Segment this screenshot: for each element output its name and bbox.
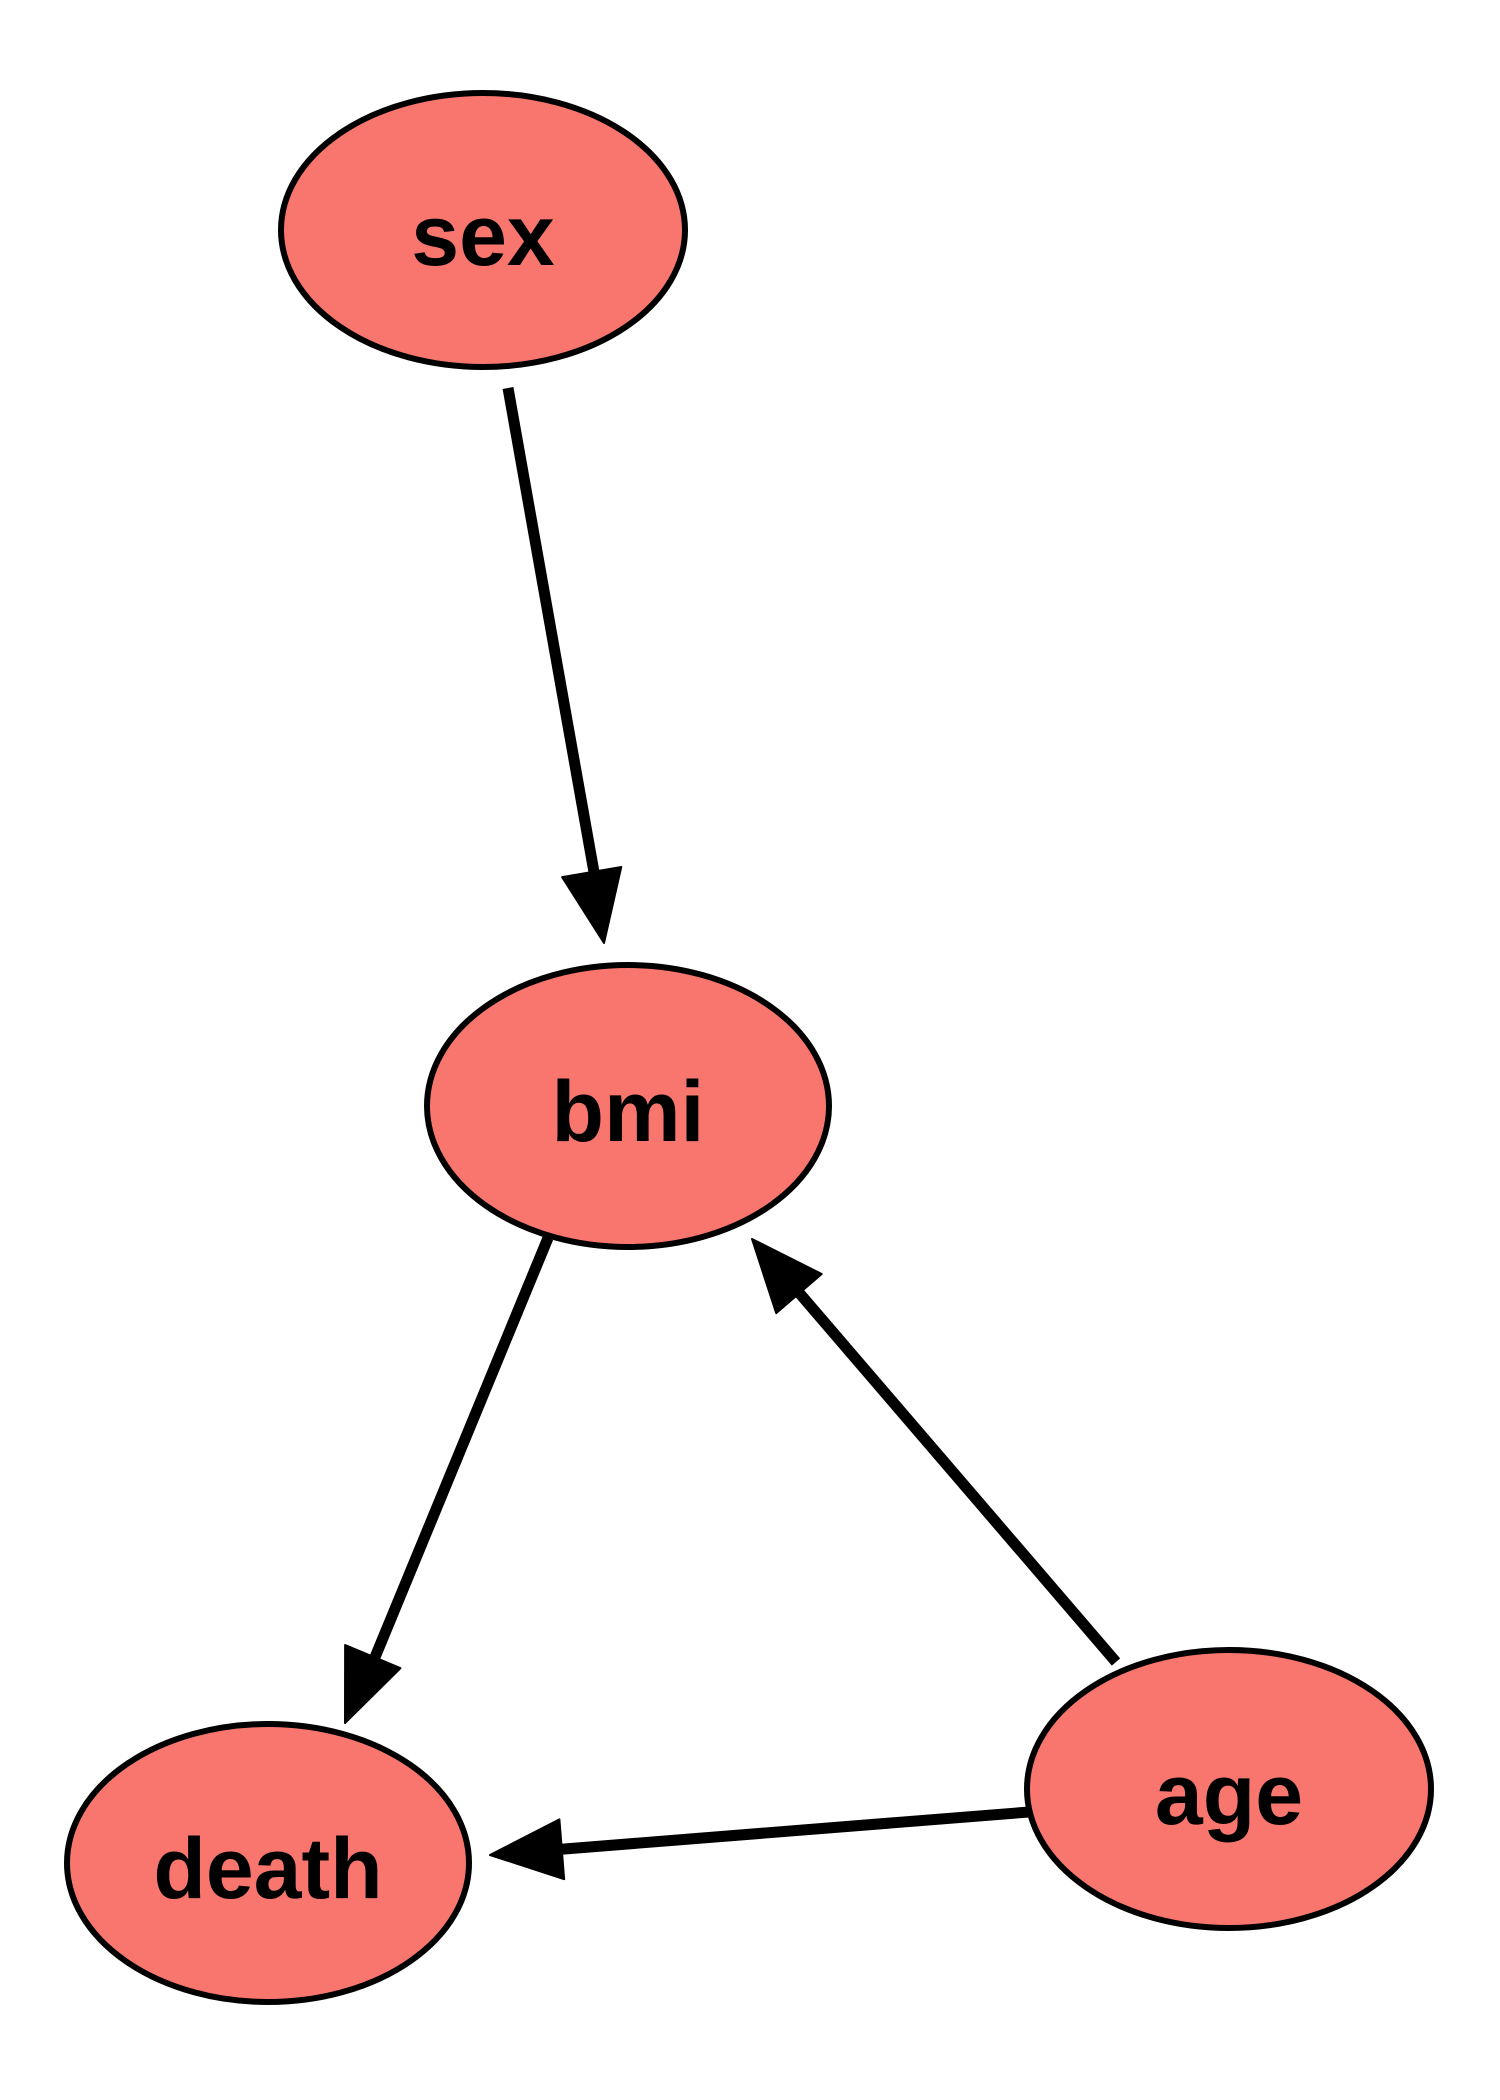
node-bmi-label: bmi [552, 1064, 705, 1160]
edge-line-age-bmi [790, 1284, 1121, 1666]
node-death-ellipse [64, 1721, 472, 2005]
nodes-layer: sex bmi death age [64, 90, 1434, 2005]
node-age-ellipse [1024, 1647, 1434, 1931]
edge-age-to-death[interactable] [489, 1806, 1030, 1881]
node-death-label: death [153, 1821, 382, 1917]
node-sex[interactable]: sex [278, 90, 688, 370]
node-bmi[interactable]: bmi [424, 962, 832, 1250]
edge-line-age-death [551, 1806, 1030, 1856]
node-death[interactable]: death [64, 1721, 472, 2005]
edges-layer [344, 387, 1121, 1881]
arrowhead-age-bmi [751, 1238, 823, 1315]
node-age-label: age [1155, 1747, 1303, 1843]
edge-age-to-bmi[interactable] [751, 1238, 1121, 1666]
edge-line-bmi-death [365, 1235, 554, 1670]
arrowhead-sex-bmi [561, 865, 623, 944]
arrowhead-bmi-death [344, 1644, 402, 1724]
arrowhead-age-death [489, 1818, 566, 1881]
edge-bmi-to-death[interactable] [344, 1235, 554, 1724]
node-sex-ellipse [278, 90, 688, 370]
edge-sex-to-bmi[interactable] [502, 387, 623, 944]
edge-line-sex-bmi [502, 387, 603, 890]
node-bmi-ellipse [424, 962, 832, 1250]
node-sex-label: sex [411, 188, 555, 284]
node-age[interactable]: age [1024, 1647, 1434, 1931]
